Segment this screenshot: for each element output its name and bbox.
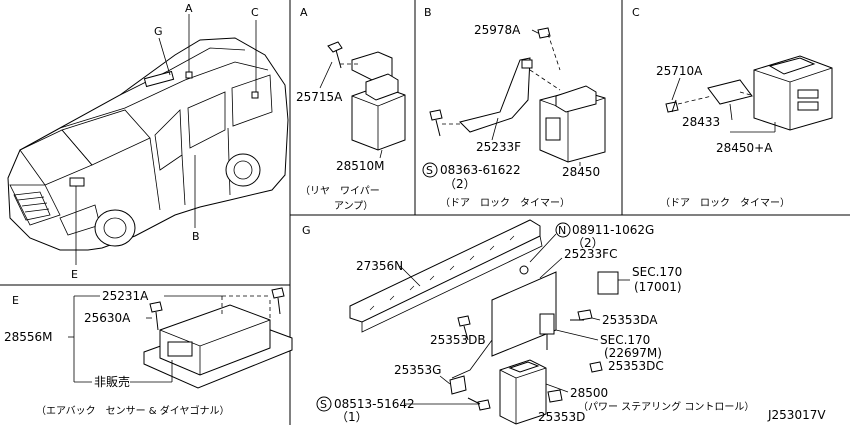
part-25710a: 25710A [656, 64, 703, 78]
part-28500: 28500 [570, 386, 608, 400]
part-28450: 28450 [562, 165, 600, 179]
part-25231a: 25231A [102, 289, 149, 303]
panel-c-letter: C [632, 6, 640, 19]
vehicle-callout-g: G [154, 25, 163, 38]
vehicle-callout-b: B [192, 230, 200, 243]
part-25353d: 25353D [538, 410, 585, 424]
screw-08363-61622-qty: （2） [444, 177, 476, 191]
part-25233fc: 25233FC [564, 247, 617, 261]
panel-a-letter: A [300, 6, 308, 19]
panel-e: E 25231A 25630A 28556M 非販売 （エアバック センサー &… [4, 287, 293, 417]
part-27356n: 27356N [356, 259, 403, 273]
panel-c-caption: （ドア ロック タイマー） [660, 197, 790, 209]
panel-g-letter: G [302, 224, 311, 237]
panel-b-circle-s: S [426, 164, 433, 177]
part-25630a: 25630A [84, 311, 131, 325]
part-25978a: 25978A [474, 23, 521, 37]
screw-08363-61622: 08363-61622 [440, 163, 521, 177]
panel-b: B 25978A 25233F S 08363-61622 （2） 28450 … [422, 6, 606, 209]
vehicle-callout-c: C [251, 6, 259, 19]
panel-g: G 27356N N 08911-1062G （2） 25233FC SEC.1… [302, 219, 754, 425]
vehicle-overview: G A C B E [7, 2, 289, 281]
screw-08513-51642-qty: （1） [336, 410, 368, 424]
sec-170-b: SEC.170 [600, 333, 650, 347]
part-25353da: 25353DA [602, 313, 658, 327]
panel-e-caption: （エアバック センサー & ダイヤゴナル） [36, 404, 229, 417]
part-25353g: 25353G [394, 363, 441, 377]
part-28510m: 28510M [336, 159, 385, 173]
part-28433: 28433 [682, 115, 720, 129]
panel-a-caption-line2: アンプ） [334, 200, 373, 212]
part-25715a: 25715A [296, 90, 343, 104]
panel-b-letter: B [424, 6, 432, 19]
screw-08513-51642: 08513-51642 [334, 397, 415, 411]
part-25353db: 25353DB [430, 333, 486, 347]
sec-170-a-ref: (17001) [634, 280, 682, 294]
part-28556m: 28556M [4, 330, 53, 344]
nut-08911-1062g-qty: （2） [572, 236, 604, 250]
vehicle-callout-e: E [71, 268, 78, 281]
panel-a-caption-line1: （リヤ ワイパー [300, 185, 380, 197]
part-25353dc: 25353DC [608, 359, 664, 373]
sec-170-b-ref: (22697M) [604, 346, 662, 360]
nut-08911-1062g: 08911-1062G [572, 223, 654, 237]
not-for-sale-label: 非販売 [94, 374, 130, 389]
panel-c: C 25710A 28433 28450+A （ドア ロック タイマー） [632, 6, 833, 209]
panel-g-circle-n: N [558, 224, 566, 237]
vehicle-callout-a: A [185, 2, 193, 15]
panel-g-caption: （パワー ステアリング コントロール） [578, 400, 754, 413]
panel-g-circle-s: S [320, 398, 327, 411]
panel-b-caption: （ドア ロック タイマー） [440, 197, 570, 209]
panel-e-letter: E [12, 294, 19, 307]
diagram-id: J253017V [767, 408, 826, 422]
panel-a: A 25715A 28510M （リヤ ワイパー アンプ） [296, 6, 406, 212]
part-25233f: 25233F [476, 140, 521, 154]
part-28450-a: 28450+A [716, 141, 773, 155]
sec-170-a: SEC.170 [632, 265, 682, 279]
